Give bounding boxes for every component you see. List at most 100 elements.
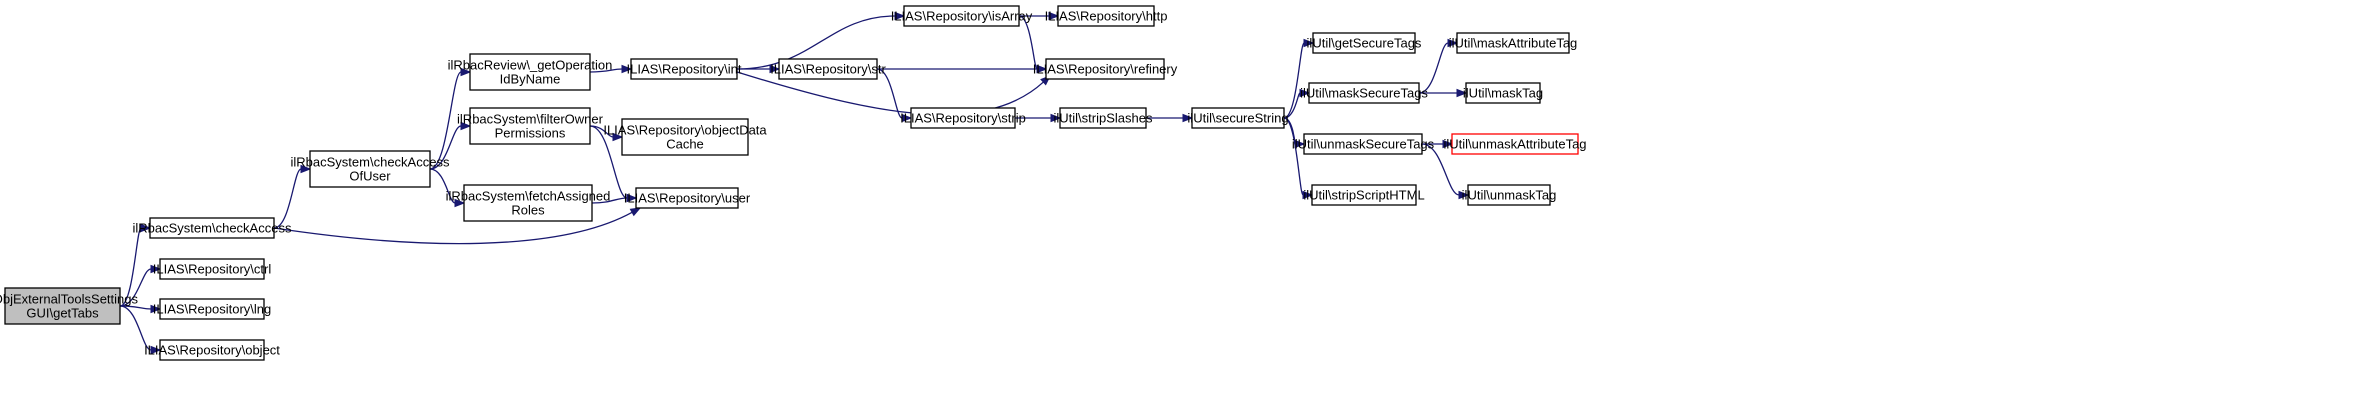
node-ilutil-unmasksecuretags[interactable]: ilUtil\unmaskSecureTags xyxy=(1292,133,1435,155)
node-box xyxy=(469,53,591,91)
node-label-line: ilUtil\maskSecureTags xyxy=(1300,86,1428,101)
edge-arrowhead xyxy=(769,64,781,74)
edge-n0-to-n1 xyxy=(119,223,152,307)
node-ilutil-stripslashes[interactable]: ilUtil\stripSlashes xyxy=(1054,107,1153,129)
node-label-line: ilObjExternalToolsSettings xyxy=(0,292,139,307)
node-ilutil-unmasktag[interactable]: ilUtil\unmaskTag xyxy=(1462,184,1557,206)
node-ilias-repository-int[interactable]: ILIAS\Repository\int xyxy=(627,58,742,80)
node-box xyxy=(903,5,1020,27)
edge-n5-to-n8 xyxy=(429,121,472,170)
edge-line xyxy=(876,68,903,119)
edge-n13-to-n16 xyxy=(1019,11,1060,21)
node-ilutil-masksecuretags[interactable]: ilUtil\maskSecureTags xyxy=(1300,82,1428,104)
edge-line xyxy=(1018,15,1038,70)
node-label-line: ILIAS\Repository\str xyxy=(770,62,886,77)
node-box xyxy=(1303,133,1423,155)
node-ilias-repository-lng[interactable]: ILIAS\Repository\lng xyxy=(153,298,272,320)
node-label-line: OfUser xyxy=(349,169,391,184)
edge-n0-to-n3 xyxy=(119,304,162,314)
node-label-line: GUI\getTabs xyxy=(26,306,99,321)
node-label-line: ilUtil\unmaskTag xyxy=(1462,188,1557,203)
node-box xyxy=(159,258,265,280)
edge-arrowhead xyxy=(150,264,162,274)
node-label-line: ILIAS\Repository\strip xyxy=(900,111,1026,126)
node-ilrbacsystem-checkaccess[interactable]: ilRbacSystem\checkAccess xyxy=(133,217,292,239)
node-ilias-repository-refinery[interactable]: ILIAS\Repository\refinery xyxy=(1033,58,1178,80)
node-box xyxy=(1191,107,1285,129)
node-box xyxy=(621,118,749,156)
edge-n7-to-n10 xyxy=(589,64,633,74)
edge-arrowhead xyxy=(1302,190,1314,200)
edge-line xyxy=(1418,42,1449,94)
edge-arrowhead xyxy=(621,64,633,74)
node-label-line: ILIAS\Repository\user xyxy=(624,191,751,206)
node-label-line: ILIAS\Repository\refinery xyxy=(1033,62,1178,77)
node-label-line: ilUtil\stripScriptHTML xyxy=(1303,188,1424,203)
edge-n18-to-n19 xyxy=(1283,38,1315,119)
edge-arrowhead xyxy=(1456,88,1468,98)
edge-arrowhead xyxy=(901,113,913,123)
node-ilias-repository-object[interactable]: ILIAS\Repository\object xyxy=(144,339,280,361)
edge-n18-to-n22 xyxy=(1283,117,1314,200)
node-ilutil-stripscripthtml[interactable]: ilUtil\stripScriptHTML xyxy=(1303,184,1425,206)
edge-line xyxy=(273,168,302,229)
edge-line xyxy=(736,15,896,70)
node-box xyxy=(159,298,265,320)
edge-arrowhead xyxy=(1447,38,1459,48)
edge-arrowhead xyxy=(1050,113,1062,123)
node-ilias-repository-http[interactable]: ILIAS\Repository\http xyxy=(1045,5,1168,27)
edge-arrowhead xyxy=(460,121,472,131)
edge-arrowhead xyxy=(1036,64,1048,74)
edge-line xyxy=(119,305,152,351)
edge-line xyxy=(589,125,628,199)
edge-n9-to-n6 xyxy=(591,193,638,204)
node-ilutil-unmaskattributetag[interactable]: ilUtil\unmaskAttributeTag xyxy=(1443,133,1587,155)
edge-line xyxy=(1283,42,1305,119)
node-ilias-repository-strip[interactable]: ILIAS\Repository\strip xyxy=(900,107,1026,129)
node-box xyxy=(159,339,265,361)
node-box xyxy=(1467,184,1551,206)
node-box xyxy=(4,287,121,325)
node-ilias-repository-user[interactable]: ILIAS\Repository\user xyxy=(624,187,751,209)
node-ilutil-getsecuretags[interactable]: ilUtil\getSecureTags xyxy=(1307,32,1422,54)
edge-n12-to-n15 xyxy=(876,68,913,123)
edge-n5-to-n7 xyxy=(429,67,472,170)
node-label-line: ilUtil\maskAttributeTag xyxy=(1449,36,1578,51)
node-box xyxy=(149,217,275,239)
edge-n12-to-n14 xyxy=(877,64,1048,74)
node-box xyxy=(1308,82,1420,104)
edge-n20-to-n24 xyxy=(1419,88,1468,98)
node-ilias-repository-ctrl[interactable]: ILIAS\Repository\ctrl xyxy=(153,258,272,280)
node-box xyxy=(1312,32,1416,54)
node-box xyxy=(309,150,431,188)
node-box xyxy=(1057,5,1155,27)
node-ilutil-maskattributetag[interactable]: ilUtil\maskAttributeTag xyxy=(1449,32,1578,54)
edge-n1-to-n5 xyxy=(273,164,312,229)
edge-arrowhead xyxy=(460,67,472,77)
edge-arrowhead xyxy=(150,304,162,314)
edge-n1-to-n6 xyxy=(273,207,642,245)
edge-n13-to-n14 xyxy=(1018,15,1048,74)
node-label-line: ILIAS\Repository\lng xyxy=(153,302,272,317)
edge-n21-to-n26 xyxy=(1421,143,1470,200)
node-ilias-repository-str[interactable]: ILIAS\Repository\str xyxy=(770,58,886,80)
node-label-line: Roles xyxy=(511,203,545,218)
node-label-line: Cache xyxy=(666,137,704,152)
node-ilutil-securestring[interactable]: ilUtil\secureString xyxy=(1187,107,1289,129)
node-box xyxy=(778,58,878,80)
edge-line xyxy=(429,71,462,170)
edge-n15-to-n17 xyxy=(1015,113,1062,123)
node-label-line: ilRbacSystem\checkAccess xyxy=(291,155,450,170)
node-label-line: ilRbacSystem\fetchAssigned xyxy=(446,189,611,204)
edge-n10-to-n13 xyxy=(736,11,906,70)
node-ilutil-masktag[interactable]: ilUtil\maskTag xyxy=(1463,82,1543,104)
node-box xyxy=(1059,107,1147,129)
node-ilias-repository-isarray[interactable]: ILIAS\Repository\isArray xyxy=(891,5,1033,27)
edge-arrowhead xyxy=(629,207,642,217)
